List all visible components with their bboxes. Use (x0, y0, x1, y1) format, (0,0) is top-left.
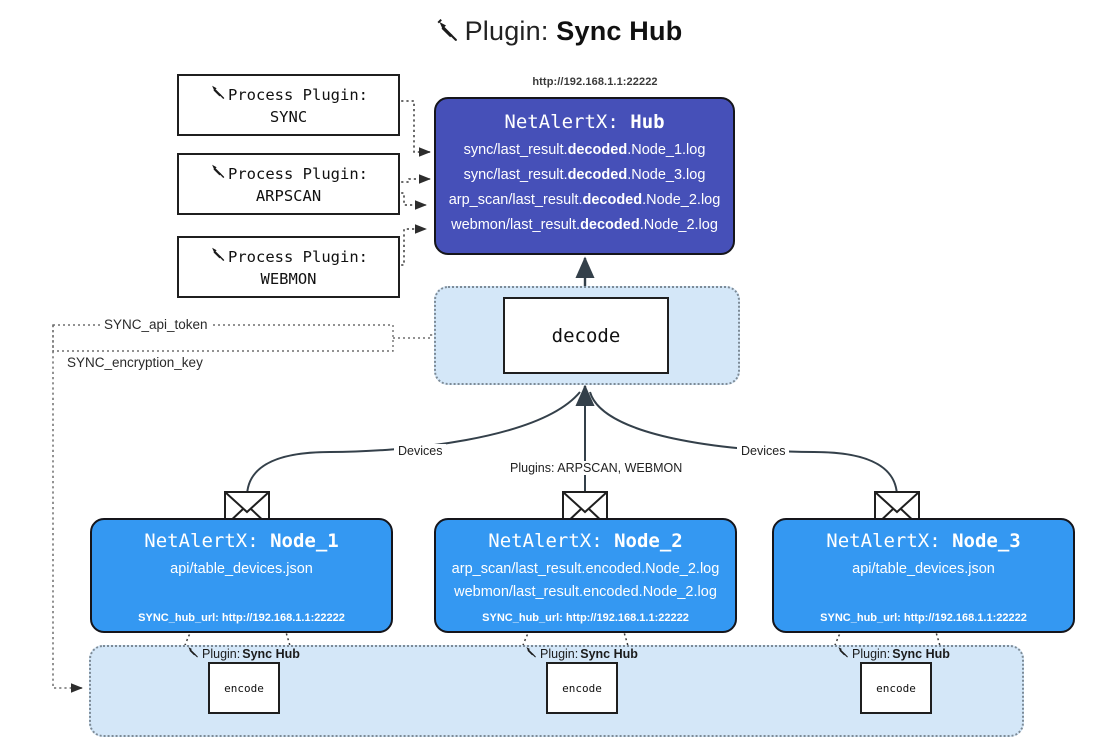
node-hub-url: SYNC_hub_url: http://192.168.1.1:22222 (820, 612, 1027, 624)
hub-log-line: arp_scan/last_result.decoded.Node_2.log (448, 191, 721, 208)
plug-icon (524, 645, 538, 662)
node-title: NetAlertX: Node_2 (488, 530, 683, 552)
process-plugin-name: WEBMON (260, 269, 317, 288)
title-name: Sync Hub (556, 16, 683, 46)
node-file-line: webmon/last_result.encoded.Node_2.log (454, 584, 717, 601)
hub-log-line: webmon/last_result.decoded.Node_2.log (451, 216, 718, 233)
hub-node[interactable]: NetAlertX: Hub sync/last_result.decoded.… (434, 97, 735, 255)
page-title: Plugin: Sync Hub (0, 16, 1117, 51)
node-file-line: arp_scan/last_result.encoded.Node_2.log (451, 561, 720, 577)
plug-icon (209, 245, 227, 268)
plug-icon (435, 18, 461, 51)
sync-api-token-label: SYNC_api_token (100, 317, 212, 332)
process-plugin-webmon[interactable]: Process Plugin: WEBMON (177, 236, 400, 298)
sync-encryption-key-label: SYNC_encryption_key (63, 355, 207, 370)
process-plugin-name: SYNC (269, 107, 308, 126)
encoder-label-3: Plugin: Sync Hub (836, 645, 950, 662)
node-title: NetAlertX: Node_1 (144, 530, 339, 552)
encode-box-2[interactable]: encode (546, 662, 618, 714)
hub-log-line: sync/last_result.decoded.Node_3.log (463, 166, 706, 183)
node-hub-url: SYNC_hub_url: http://192.168.1.1:22222 (482, 612, 689, 624)
plug-icon (209, 83, 227, 106)
node-title: NetAlertX: Node_3 (826, 530, 1021, 552)
node-1[interactable]: NetAlertX: Node_1 api/table_devices.json… (90, 518, 393, 633)
title-prefix: Plugin: (464, 16, 549, 46)
node-hub-url: SYNC_hub_url: http://192.168.1.1:22222 (138, 612, 345, 624)
edge-label-devices-left: Devices (394, 444, 447, 458)
plug-icon (836, 645, 850, 662)
process-plugin-label: Process Plugin: (228, 164, 368, 183)
hub-title: NetAlertX: Hub (504, 111, 665, 133)
edge-label-devices-right: Devices (737, 444, 790, 458)
process-plugin-arpscan[interactable]: Process Plugin: ARPSCAN (177, 153, 400, 215)
encode-box-1[interactable]: encode (208, 662, 280, 714)
node-file-line: api/table_devices.json (852, 561, 995, 577)
plug-icon (209, 162, 227, 185)
plug-icon (186, 645, 200, 662)
hub-log-line: sync/last_result.decoded.Node_1.log (463, 142, 706, 158)
encoder-label-2: Plugin: Sync Hub (524, 645, 638, 662)
process-plugin-label: Process Plugin: (228, 247, 368, 266)
decode-box[interactable]: decode (503, 297, 669, 374)
edge-label-plugins-center: Plugins: ARPSCAN, WEBMON (506, 461, 687, 475)
process-plugin-name: ARPSCAN (255, 186, 322, 205)
encode-box-3[interactable]: encode (860, 662, 932, 714)
process-plugin-sync[interactable]: Process Plugin: SYNC (177, 74, 400, 136)
node-file-line: api/table_devices.json (170, 561, 313, 577)
node-3[interactable]: NetAlertX: Node_3 api/table_devices.json… (772, 518, 1075, 633)
encoder-label-1: Plugin: Sync Hub (186, 645, 300, 662)
node-2[interactable]: NetAlertX: Node_2 arp_scan/last_result.e… (434, 518, 737, 633)
process-plugin-label: Process Plugin: (228, 85, 368, 104)
hub-url-label: http://192.168.1.1:22222 (532, 76, 658, 88)
